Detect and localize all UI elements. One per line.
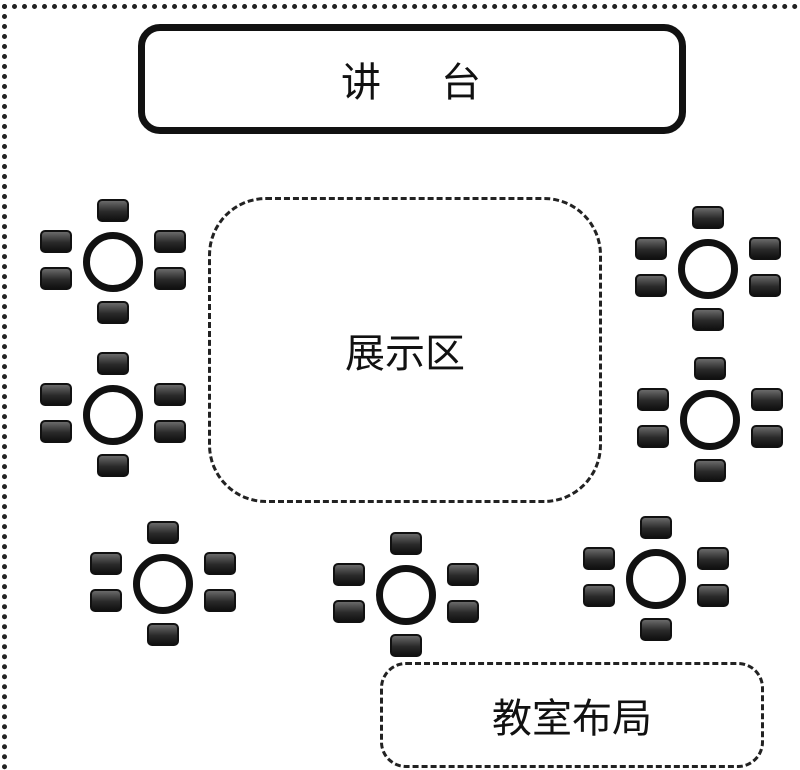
layout-title-box: 教室布局 xyxy=(380,662,764,768)
chair xyxy=(97,352,129,375)
chair xyxy=(333,563,365,586)
dotted-border-top xyxy=(2,4,798,9)
chair xyxy=(154,230,186,253)
chair xyxy=(97,301,129,324)
chair xyxy=(447,600,479,623)
table-group-bottom-3 xyxy=(581,514,731,644)
round-table xyxy=(626,549,686,609)
table-group-left-1 xyxy=(38,197,188,327)
chair xyxy=(204,552,236,575)
chair xyxy=(147,521,179,544)
chair xyxy=(40,267,72,290)
round-table xyxy=(83,232,143,292)
chair xyxy=(147,623,179,646)
chair xyxy=(749,237,781,260)
exhibit-area-label: 展示区 xyxy=(345,331,465,377)
chair xyxy=(204,589,236,612)
chair xyxy=(97,199,129,222)
chair xyxy=(749,274,781,297)
podium: 讲 台 xyxy=(138,24,686,134)
chair xyxy=(697,584,729,607)
table-group-left-2 xyxy=(38,350,188,480)
chair xyxy=(583,584,615,607)
chair xyxy=(635,274,667,297)
round-table xyxy=(133,554,193,614)
round-table xyxy=(83,385,143,445)
dotted-border-left xyxy=(2,4,7,770)
table-group-right-2 xyxy=(635,355,785,485)
layout-title: 教室布局 xyxy=(492,696,652,742)
chair xyxy=(447,563,479,586)
chair xyxy=(154,383,186,406)
chair xyxy=(692,308,724,331)
chair xyxy=(333,600,365,623)
chair xyxy=(40,420,72,443)
chair xyxy=(154,420,186,443)
chair xyxy=(697,547,729,570)
chair xyxy=(751,388,783,411)
exhibit-area: 展示区 xyxy=(208,197,602,503)
chair xyxy=(97,454,129,477)
chair xyxy=(390,532,422,555)
chair xyxy=(694,459,726,482)
chair xyxy=(390,634,422,657)
chair xyxy=(90,552,122,575)
chair xyxy=(40,383,72,406)
chair xyxy=(635,237,667,260)
chair xyxy=(637,388,669,411)
chair xyxy=(583,547,615,570)
chair xyxy=(90,589,122,612)
round-table xyxy=(376,565,436,625)
table-group-bottom-1 xyxy=(88,519,238,649)
round-table xyxy=(680,390,740,450)
chair xyxy=(40,230,72,253)
podium-label-char-1: 讲 xyxy=(341,60,383,106)
chair xyxy=(640,516,672,539)
chair xyxy=(637,425,669,448)
chair xyxy=(154,267,186,290)
podium-label-char-2: 台 xyxy=(441,60,483,106)
table-group-right-1 xyxy=(633,204,783,334)
chair xyxy=(694,357,726,380)
table-group-bottom-2 xyxy=(331,530,481,660)
round-table xyxy=(678,239,738,299)
chair xyxy=(751,425,783,448)
chair xyxy=(692,206,724,229)
chair xyxy=(640,618,672,641)
